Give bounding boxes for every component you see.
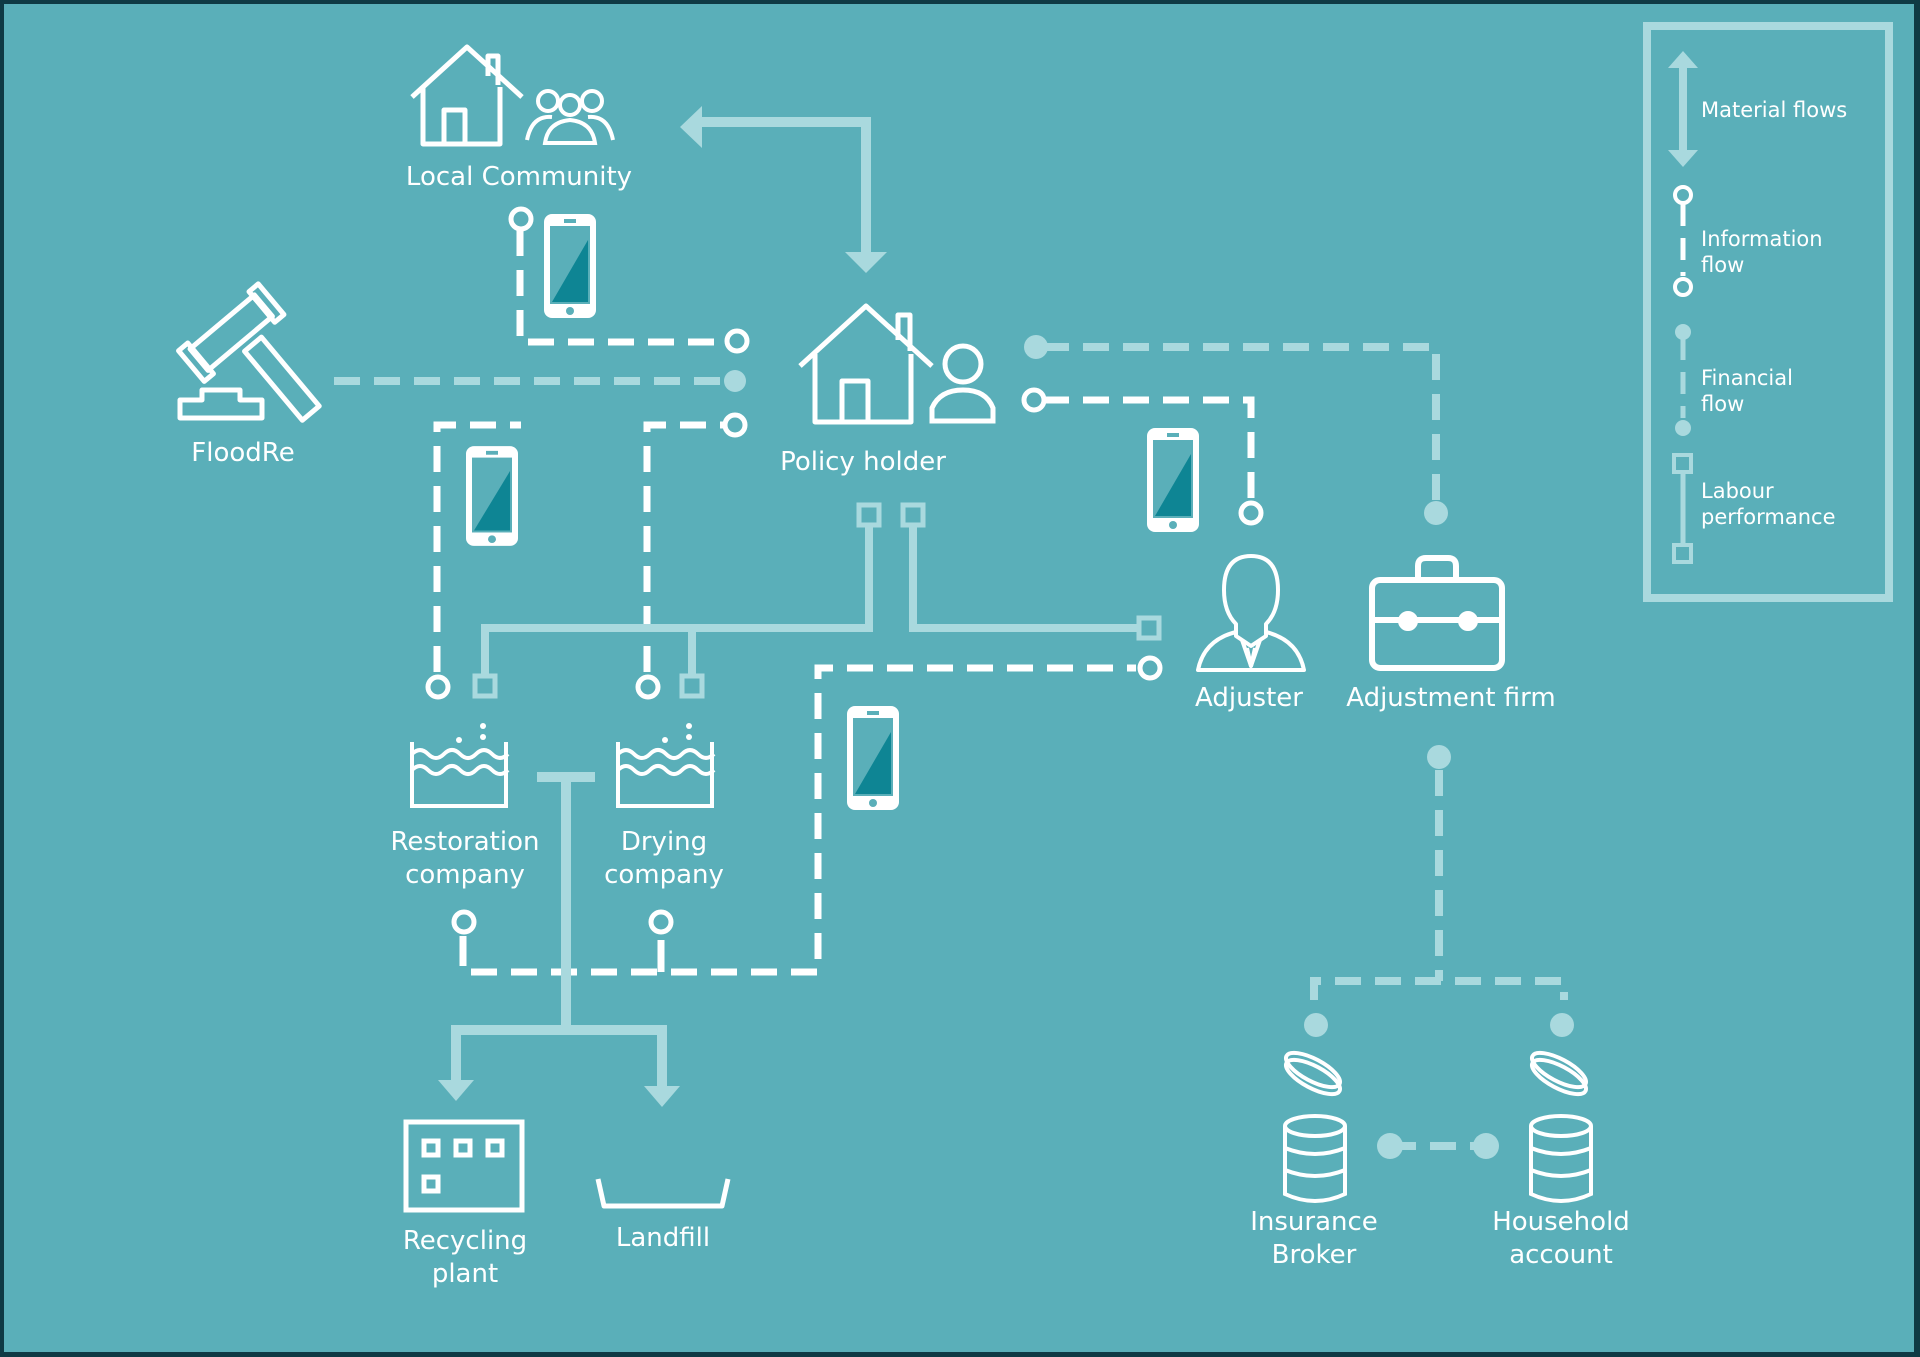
- labour-flow-policyholder: [472, 502, 1162, 699]
- information-flow-companies-policyholder: [425, 412, 748, 700]
- gavel-icon: [176, 281, 322, 423]
- legend-labour-label: Labour: [1701, 479, 1774, 503]
- node-local-community-label: Local Community: [406, 162, 632, 192]
- node-broker-label: Insurance: [1250, 1207, 1378, 1237]
- information-flow-adjuster-policyholder: [1021, 387, 1264, 526]
- legend-information-label: Information: [1701, 227, 1823, 251]
- smartphone-icon: [847, 706, 899, 810]
- legend-frame: [1643, 22, 1893, 602]
- node-restoration-company: Restoration company: [391, 721, 540, 890]
- node-household-label-2: account: [1509, 1240, 1613, 1270]
- legend-financial-label-2: flow: [1701, 392, 1744, 416]
- financial-flow-firm-accounts: [1304, 745, 1574, 1037]
- node-recycling-plant: Recycling plant: [403, 1119, 527, 1289]
- node-drying-company: Drying company: [604, 721, 724, 890]
- information-flow-community-policyholder: [508, 206, 750, 354]
- node-restoration-label-2: company: [405, 860, 525, 890]
- businessman-icon: [1196, 554, 1306, 672]
- smartphone-icon: [1147, 428, 1199, 532]
- node-landfill-label: Landfill: [616, 1223, 710, 1253]
- person-icon: [929, 343, 996, 424]
- node-household-label: Household: [1492, 1207, 1630, 1237]
- node-household-account: Household account: [1492, 1044, 1630, 1270]
- financial-flow-floodre-policyholder: [334, 370, 746, 392]
- node-adjustment-firm-label: Adjustment firm: [1346, 683, 1555, 713]
- node-restoration-label: Restoration: [391, 827, 540, 857]
- node-landfill: Landfill: [595, 1178, 731, 1253]
- node-policy-holder: Policy holder: [780, 303, 996, 477]
- information-flow-companies-adjuster: [451, 655, 1163, 976]
- node-local-community: Local Community: [406, 44, 632, 192]
- node-drying-label-2: company: [604, 860, 724, 890]
- legend-information-label-2: flow: [1701, 253, 1744, 277]
- legend-material-label: Material flows: [1701, 98, 1847, 122]
- financial-flow-broker-household: [1377, 1133, 1499, 1159]
- node-broker-label-2: Broker: [1272, 1240, 1357, 1270]
- legend-information-line: [1673, 185, 1693, 297]
- node-drying-label: Drying: [621, 827, 707, 857]
- node-adjuster-label: Adjuster: [1195, 683, 1303, 713]
- node-adjustment-firm: Adjustment firm: [1346, 555, 1556, 713]
- house-icon: [410, 44, 524, 147]
- node-insurance-broker: Insurance Broker: [1250, 1044, 1378, 1270]
- node-floodre-label: FloodRe: [191, 438, 294, 468]
- legend-labour-line: [1672, 453, 1693, 564]
- legend: Material flows Information flow Financia…: [1643, 22, 1893, 602]
- factory-icon: [403, 1119, 525, 1213]
- legend-material-arrow: [1668, 51, 1698, 167]
- node-recycling-label: Recycling: [403, 1226, 527, 1256]
- landfill-icon: [595, 1178, 731, 1209]
- node-adjuster: Adjuster: [1195, 554, 1306, 713]
- legend-financial-line: [1675, 324, 1691, 436]
- smartphone-icon: [544, 214, 596, 318]
- material-flow-waste: [438, 772, 680, 1107]
- legend-labour-label-2: performance: [1701, 505, 1836, 529]
- house-icon: [798, 303, 934, 425]
- diagram-background: [4, 4, 1914, 1352]
- node-policy-holder-label: Policy holder: [780, 447, 946, 477]
- people-icon: [525, 89, 615, 145]
- material-flow-community-policyholder: [680, 106, 887, 273]
- financial-flow-policyholder-firm: [1024, 335, 1448, 525]
- node-floodre: FloodRe: [176, 281, 322, 468]
- briefcase-icon: [1369, 555, 1505, 671]
- smartphone-icon: [466, 446, 518, 546]
- legend-financial-label: Financial: [1701, 366, 1793, 390]
- node-recycling-label-2: plant: [432, 1259, 498, 1289]
